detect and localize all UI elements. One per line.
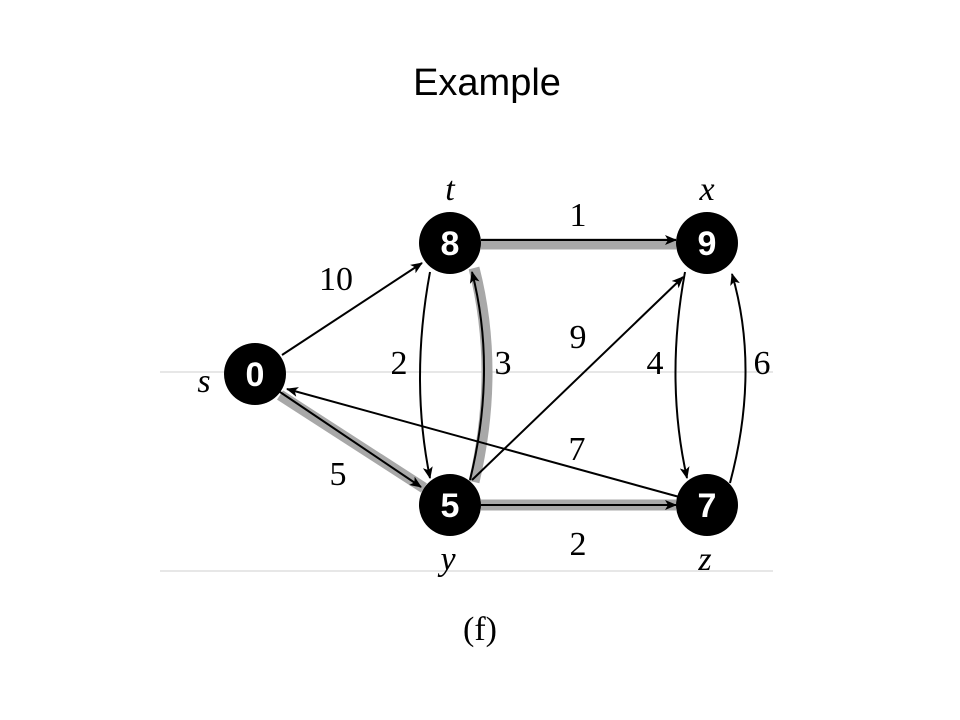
- node-t: 8: [419, 212, 481, 274]
- weight-t-x: 1: [570, 197, 587, 234]
- vertex-name-s: s: [197, 363, 210, 400]
- highlight-y-t: [468, 266, 493, 484]
- figure-caption: (f): [463, 611, 497, 648]
- node-s: 0: [224, 343, 286, 405]
- weight-z-s: 7: [569, 431, 586, 468]
- vertex-name-z: z: [697, 541, 711, 578]
- node-s-value: 0: [246, 356, 265, 394]
- edge-z-x: [729, 273, 747, 484]
- weight-s-t: 10: [319, 261, 353, 298]
- weight-y-x: 9: [570, 319, 587, 356]
- edge-z-s: [286, 387, 684, 499]
- weight-layer: 10 5 1 2 3 9 2 4 6 7: [319, 197, 771, 563]
- node-z-value: 7: [698, 487, 717, 525]
- edge-x-z: [674, 271, 690, 479]
- edge-y-t: [469, 271, 486, 481]
- slide-title: Example: [413, 62, 561, 104]
- weight-y-t: 3: [495, 345, 512, 382]
- vertex-name-x: x: [698, 171, 714, 208]
- node-y: 5: [419, 474, 481, 536]
- node-t-value: 8: [441, 225, 460, 263]
- vertex-name-t: t: [445, 171, 456, 208]
- node-x-value: 9: [698, 225, 717, 263]
- edge-s-y: [279, 391, 422, 488]
- node-z: 7: [676, 474, 738, 536]
- weight-s-y: 5: [330, 456, 347, 493]
- edge-s-t: [281, 262, 423, 356]
- vertex-name-y: y: [437, 541, 456, 578]
- edge-layer: [279, 235, 747, 510]
- node-y-value: 5: [441, 487, 460, 525]
- weight-x-z: 4: [647, 345, 664, 382]
- node-x: 9: [676, 212, 738, 274]
- edge-y-x: [471, 276, 684, 481]
- weight-z-x: 6: [754, 345, 771, 382]
- weight-t-y: 2: [391, 345, 408, 382]
- weight-y-z: 2: [570, 526, 587, 563]
- edge-t-y: [419, 271, 433, 479]
